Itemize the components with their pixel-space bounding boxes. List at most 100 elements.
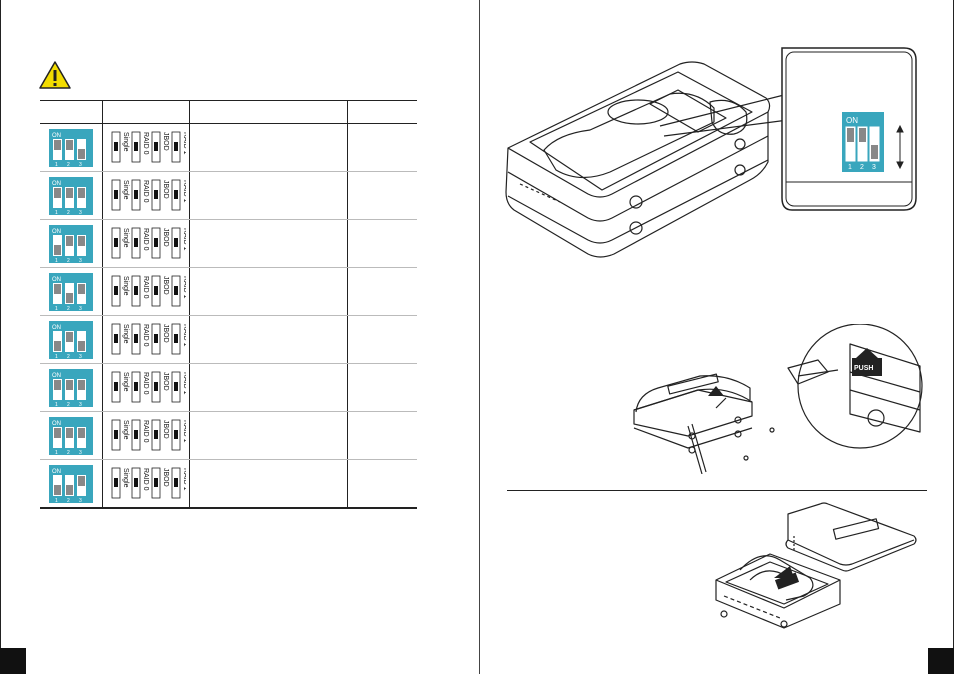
jumper-label: RAID 1: [182, 420, 186, 443]
dip-switch-pos-label: 3: [79, 402, 82, 408]
dip-switch-pos-label: 2: [67, 450, 70, 456]
push-label: PUSH: [854, 365, 873, 372]
dip-switch-knob: [77, 187, 85, 198]
dip-switch-knob: [77, 379, 85, 390]
jumper-label: JBOD: [162, 132, 169, 151]
jumper-label: RAID 0: [142, 228, 149, 251]
jumper-label: RAID 1: [182, 180, 186, 203]
jumper-pin: [113, 285, 118, 295]
jumper-pin: [173, 429, 178, 439]
jumper-label: RAID 1: [182, 324, 186, 347]
dip-switch-knob: [65, 292, 73, 303]
jumper-pin: [173, 381, 178, 391]
jumper-pin: [173, 141, 178, 151]
spine: [479, 0, 480, 674]
up-down-arrow-icon: [896, 124, 904, 170]
jumper-label: JBOD: [162, 324, 169, 343]
jumper-pin: [113, 429, 118, 439]
mode-description-cell: [188, 171, 348, 220]
dip-switch-pos-label: 1: [55, 306, 58, 312]
mode-note-cell: [346, 219, 417, 268]
jumper-label: RAID 0: [142, 468, 149, 491]
jumper-label: JBOD: [162, 276, 169, 295]
dip-switch-pos-label: 1: [55, 258, 58, 264]
dip-switch-on-label: ON: [52, 373, 61, 379]
dip-switch-knob: [77, 283, 85, 294]
jumper-label: Single: [122, 468, 129, 488]
dip-switch-knob: [77, 427, 85, 438]
dip-switch-on-label: ON: [52, 325, 61, 331]
jumper-label: JBOD: [162, 468, 169, 487]
dip-switch-knob: [77, 148, 85, 159]
dip-switch-knob: [53, 244, 61, 255]
jumper-pin: [173, 189, 178, 199]
dip-switch-on-label: ON: [52, 133, 61, 139]
jumper-label: RAID 0: [142, 420, 149, 443]
dip-switch-pos-label: 3: [79, 498, 82, 504]
dip-switch-pos-label: 2: [67, 354, 70, 360]
dip-switch-on-label: ON: [52, 421, 61, 427]
jumper-pin: [113, 381, 118, 391]
dip-switch-pos-label: 2: [67, 498, 70, 504]
jumper-pin: [153, 429, 158, 439]
jumper-label: RAID 0: [142, 276, 149, 299]
jumper-label: Single: [122, 276, 129, 296]
dip-switch-knob: [53, 340, 61, 351]
jumper-pin: [153, 237, 158, 247]
jumper-label: JBOD: [162, 372, 169, 391]
jumper-label: Single: [122, 420, 129, 440]
push-release-illustration: PUSH: [633, 324, 923, 474]
jumper-pin: [133, 237, 138, 247]
jumper-pin: [153, 189, 158, 199]
dip-switch-on-label: ON: [52, 277, 61, 283]
dip-switch-knob: [53, 187, 61, 198]
jumper-label: JBOD: [162, 228, 169, 247]
dip-switch-on-label: ON: [52, 469, 61, 475]
jumper-label: RAID 0: [142, 180, 149, 203]
jumper-label: RAID 1: [182, 372, 186, 395]
mode-description-cell: [188, 459, 348, 509]
callout-pos1-label: 1: [848, 164, 852, 171]
dip-switch-knob: [65, 379, 73, 390]
jumper-pin: [173, 477, 178, 487]
jumper-pin: [173, 285, 178, 295]
dip-switch-on-label: ON: [52, 181, 61, 187]
dip-switch-knob: [65, 484, 73, 495]
mode-note-cell: [346, 171, 417, 220]
mode-description-cell: [188, 267, 348, 316]
jumper-label: RAID 0: [142, 324, 149, 347]
mode-note-cell: [346, 411, 417, 460]
jumper-pin: [133, 429, 138, 439]
dip-switch-pos-label: 3: [79, 354, 82, 360]
page-left: [0, 0, 1, 674]
jumper-pin: [153, 141, 158, 151]
jumper-pin: [113, 237, 118, 247]
dip-switch-knob: [65, 427, 73, 438]
jumper-label: Single: [122, 372, 129, 392]
dip-switch-knob: [77, 340, 85, 351]
dip-switch-knob: [53, 379, 61, 390]
jumper-pin: [113, 189, 118, 199]
mode-description-cell: [188, 363, 348, 412]
mode-note-cell: [346, 267, 417, 316]
